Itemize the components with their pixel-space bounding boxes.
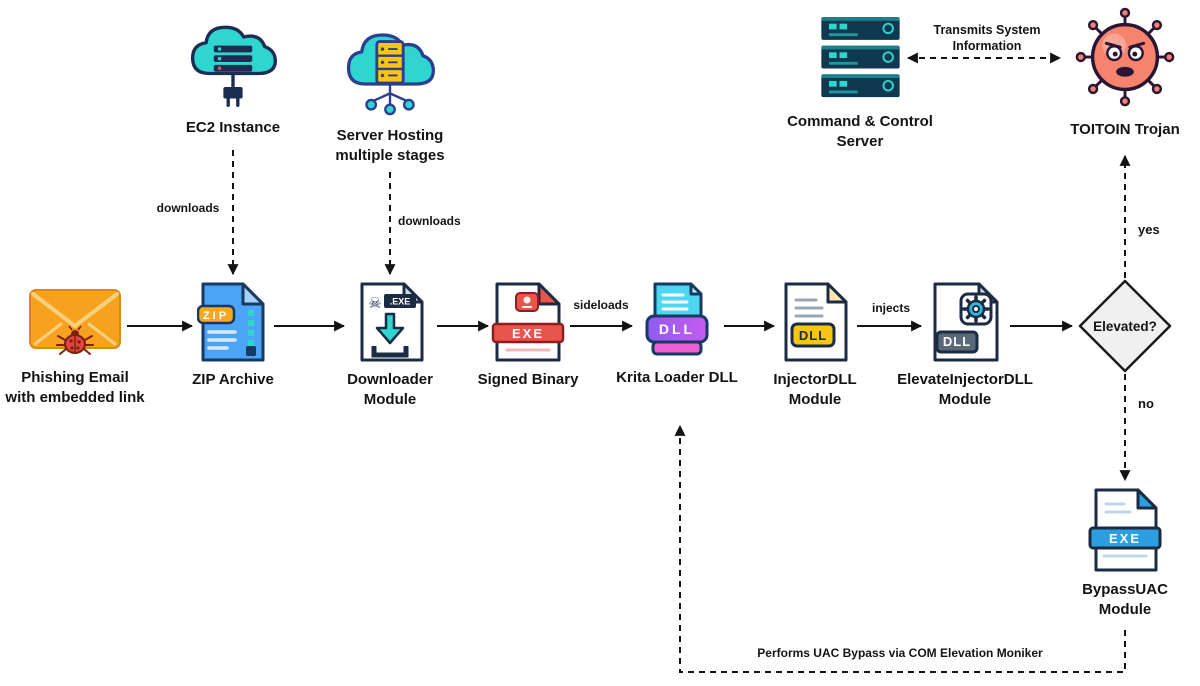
signed-exe-text: EXE xyxy=(512,326,544,341)
edge-label-uac-bypass-note: Performs UAC Bypass via COM Elevation Mo… xyxy=(757,646,1043,660)
diamond-icon xyxy=(1078,279,1172,373)
virus-trojan-icon xyxy=(1071,4,1179,114)
node-signed-binary: EXE Signed Binary xyxy=(453,280,603,390)
cloud-hosting-icon xyxy=(341,14,439,120)
bypassuac-exe-text: EXE xyxy=(1109,531,1141,546)
bypassuac-file-icon: EXE xyxy=(1088,486,1162,574)
node-label-zip: ZIP Archive xyxy=(192,371,274,388)
downloader-exe-text: .EXE xyxy=(390,297,411,307)
node-label-krita-loader: Krita Loader DLL xyxy=(616,369,738,386)
dll-loader-icon: DLL xyxy=(634,282,720,362)
node-elevateinjectordll-module: DLL ElevateInjectorDLL Module xyxy=(875,280,1055,409)
node-cnc-server: Command & Control Server xyxy=(765,12,955,151)
downloader-file-icon: ☠ .EXE xyxy=(348,280,432,364)
decision-elevated: Elevated? xyxy=(1077,278,1173,374)
edge-label-yes: yes xyxy=(1138,222,1160,237)
node-label-server-hosting: Server Hosting multiple stages xyxy=(335,127,445,164)
node-label-injectordll: InjectorDLL Module xyxy=(773,371,857,408)
decision-label: Elevated? xyxy=(1093,318,1157,334)
injectordll-file-icon: DLL xyxy=(778,280,852,364)
node-injectordll-module: DLL InjectorDLL Module xyxy=(745,280,885,409)
gear-icon xyxy=(962,295,990,323)
edge-label-ec2-downloads: downloads xyxy=(156,201,220,215)
node-server-hosting: Server Hosting multiple stages xyxy=(310,14,470,165)
zip-file-icon: ZIP xyxy=(197,280,269,364)
edge-label-no: no xyxy=(1138,396,1154,411)
server-rack-icon xyxy=(808,12,913,106)
node-downloader-module: ☠ .EXE Downloader Module xyxy=(320,280,460,409)
node-bypassuac-module: EXE BypassUAC Module xyxy=(1055,486,1195,619)
skull-icon: ☠ xyxy=(368,295,381,312)
node-label-bypassuac: BypassUAC Module xyxy=(1082,581,1168,618)
node-label-downloader: Downloader Module xyxy=(347,371,433,408)
edge-label-server-downloads: downloads xyxy=(398,214,461,228)
krita-dll-text: DLL xyxy=(659,321,695,337)
edge-label-sideloads: sideloads xyxy=(573,298,629,312)
node-krita-loader: DLL Krita Loader DLL xyxy=(592,282,762,388)
ec2-cloud-server-icon xyxy=(183,10,283,112)
phishing-email-icon xyxy=(27,282,123,362)
node-label-signed-binary: Signed Binary xyxy=(477,371,579,388)
injector-dll-text: DLL xyxy=(799,328,827,343)
node-label-elevateinjectordll: ElevateInjectorDLL Module xyxy=(897,371,1033,408)
elevate-dll-text: DLL xyxy=(943,334,971,349)
elevateinjectordll-file-icon: DLL xyxy=(925,280,1005,364)
edge-label-transmits: Transmits System Information xyxy=(933,23,1041,54)
signed-binary-file-icon: EXE xyxy=(491,280,565,364)
node-label-ec2: EC2 Instance xyxy=(185,119,281,136)
zip-icon-text: ZIP xyxy=(203,310,229,322)
node-phishing-email: Phishing Email with embedded link xyxy=(0,282,158,407)
node-ec2-instance: EC2 Instance xyxy=(153,10,313,138)
node-toitoin-trojan: TOITOIN Trojan xyxy=(1045,4,1200,140)
node-zip-archive: ZIP ZIP Archive xyxy=(163,280,303,390)
node-label-trojan: TOITOIN Trojan xyxy=(1070,121,1180,138)
edge-label-injects: injects xyxy=(871,301,910,315)
node-label-phishing: Phishing Email with embedded link xyxy=(5,369,145,406)
node-label-cnc: Command & Control Server xyxy=(787,113,933,150)
